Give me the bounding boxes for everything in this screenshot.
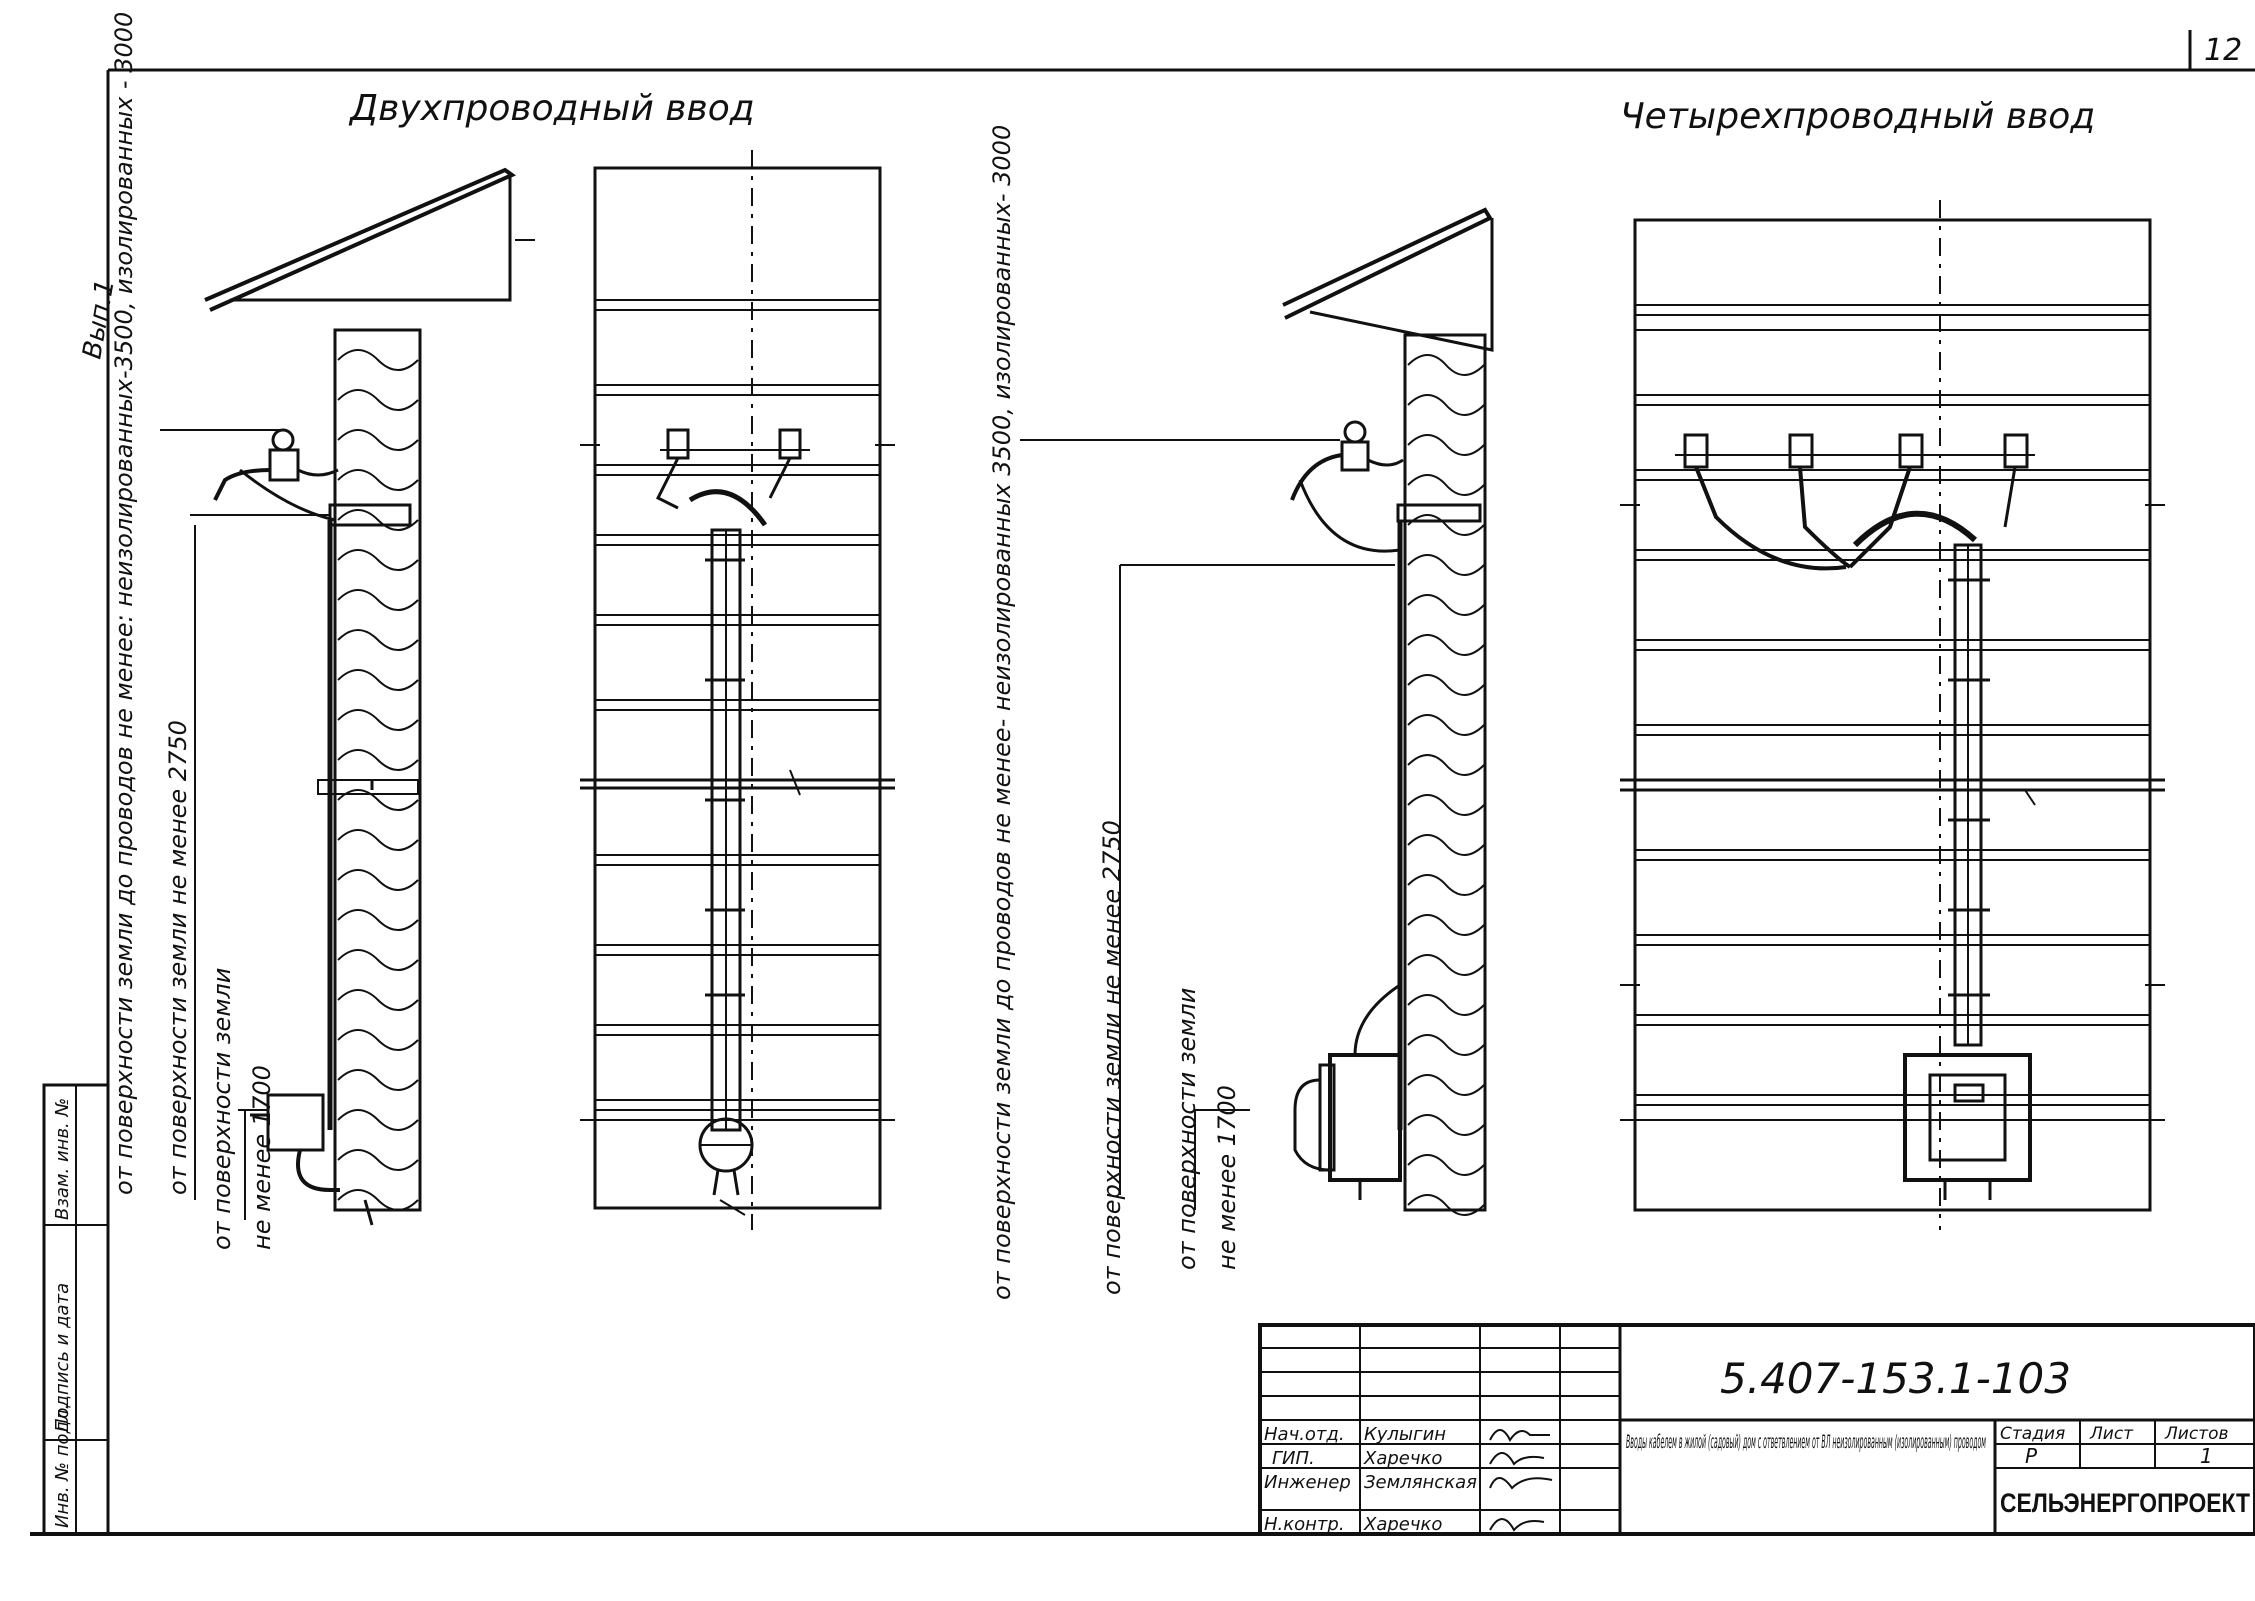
right-front-elevation — [1620, 200, 2165, 1230]
signature-role-2: ГИП. — [1272, 1448, 1315, 1469]
sheets-value: 1 — [2200, 1444, 2213, 1468]
signature-table: Нач.отд. Кулыгин ГИП. Харечко Инженер Зе… — [1264, 1424, 1553, 1535]
right-side-elevation — [1282, 207, 1494, 1216]
drawing-description: Вводы кабелем в жилой (садовый) дом с от… — [1626, 1431, 1986, 1453]
left-view-title: Двухпроводный ввод — [348, 88, 755, 129]
sheet-number: 12 — [2204, 33, 2242, 68]
signature-name-1: Кулыгин — [1364, 1424, 1446, 1445]
stage-label: Стадия — [2000, 1424, 2065, 1444]
side-stamp: Инв. № подл. Подпись и дата Взам. инв. № — [42, 1083, 110, 1536]
left-front-elevation — [580, 150, 895, 1230]
title-block — [1258, 1323, 2255, 1536]
signature-mark-3 — [1489, 1477, 1553, 1490]
left-dimension-lines — [160, 429, 330, 1220]
sheets-label: Листов — [2164, 1424, 2229, 1444]
signature-name-4: Харечко — [1363, 1514, 1442, 1535]
signature-mark-2 — [1489, 1452, 1545, 1466]
organization-name: СЕЛЬЭНЕРГОПРОЕКТ — [2000, 1488, 2250, 1518]
signature-name-3: Землянская — [1364, 1472, 1477, 1493]
drawing-description-text: Вводы кабелем в жилой (садовый) дом с от… — [1626, 1431, 1986, 1453]
left-dim-top: от поверхности земли до проводов не мене… — [110, 12, 138, 1195]
left-dim-low-2: не менее 1700 — [248, 1065, 276, 1250]
signature-mark-4 — [1489, 1518, 1545, 1532]
right-view-title: Четырехпроводный ввод — [1620, 96, 2095, 137]
signature-role-3: Инженер — [1264, 1472, 1351, 1493]
stamp-cell-replaced-inv: Взам. инв. № — [52, 1098, 73, 1220]
right-dim-low-1: от поверхности земли — [1173, 988, 1201, 1270]
left-dim-low-1: от поверхности земли — [208, 968, 236, 1250]
stamp-cell-inv-podl: Инв. № подл. — [52, 1404, 73, 1528]
sheet-frame — [30, 30, 2255, 1536]
left-side-elevation — [204, 167, 535, 1226]
sheet-label: Лист — [2089, 1424, 2134, 1444]
stamp-cell-signature-date: Подпись и дата — [52, 1283, 73, 1432]
right-dim-top: от поверхности земли до проводов не мене… — [988, 125, 1016, 1300]
left-dim-mid: от поверхности земли не менее 2750 — [164, 720, 192, 1195]
stage-value: Р — [2025, 1444, 2038, 1468]
right-dim-mid: от поверхности земли не менее 2750 — [1098, 820, 1126, 1295]
document-code: 5.407-153.1-103 — [1720, 1354, 2071, 1403]
signature-role-1: Нач.отд. — [1264, 1424, 1345, 1445]
right-dim-low-2: не менее 1700 — [1213, 1085, 1241, 1270]
right-dimension-lines — [1020, 439, 1395, 1210]
signature-role-4: Н.контр. — [1264, 1514, 1345, 1535]
signature-mark-1 — [1489, 1429, 1550, 1442]
signature-name-2: Харечко — [1363, 1448, 1442, 1469]
